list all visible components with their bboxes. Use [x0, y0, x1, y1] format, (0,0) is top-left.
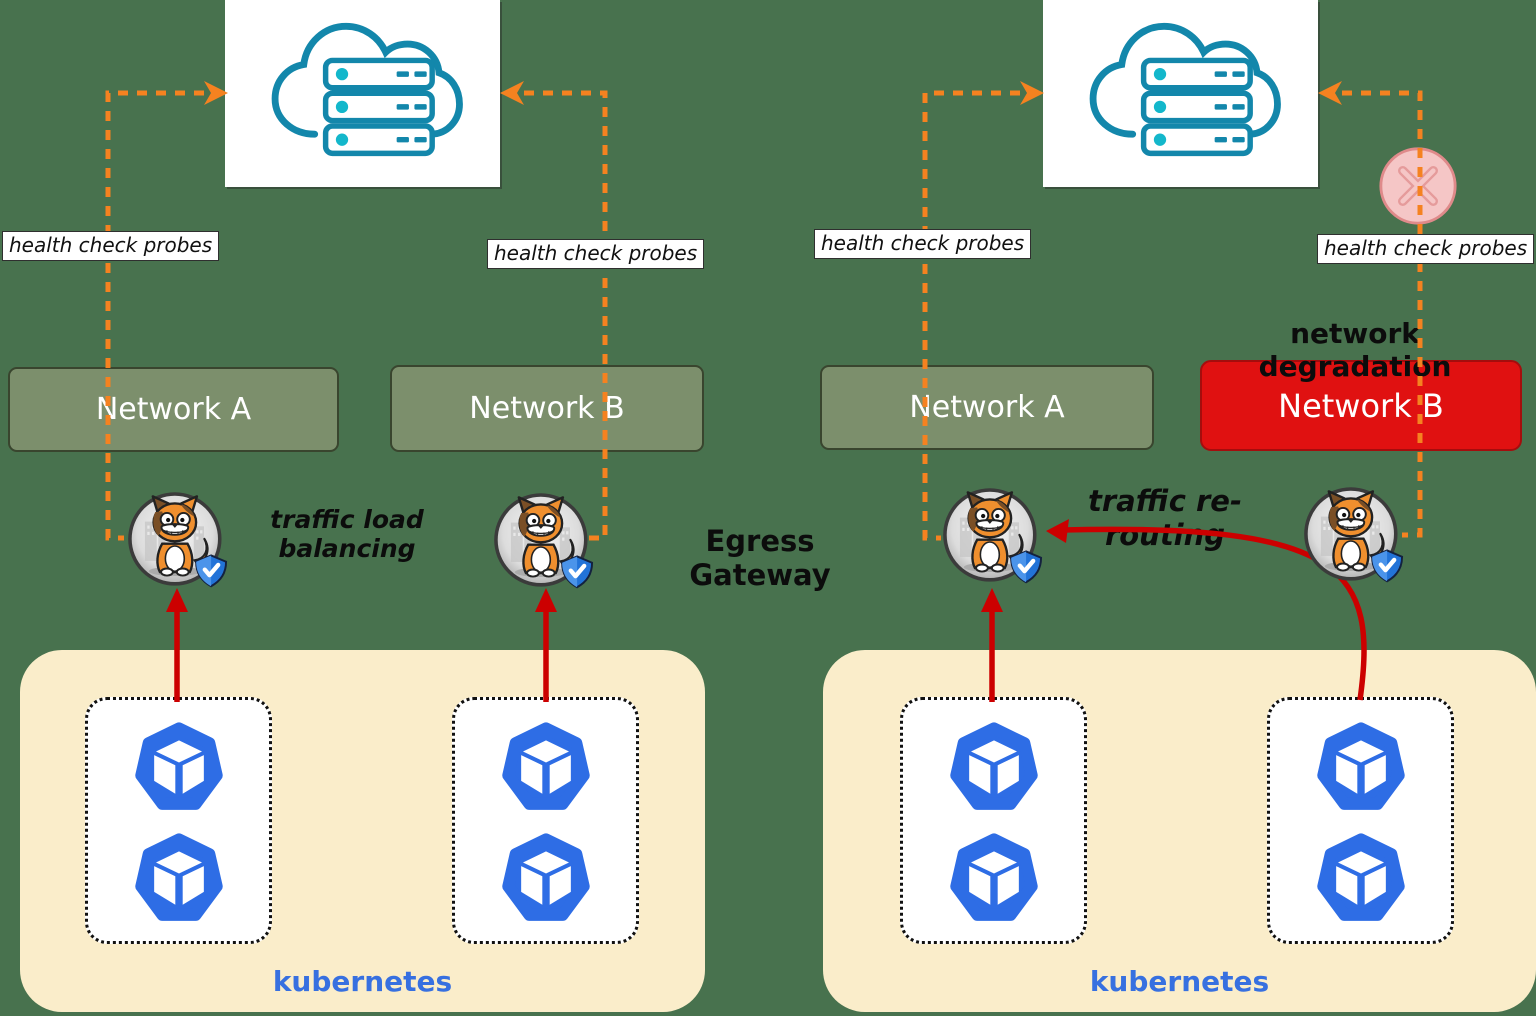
probe-line	[524, 90, 608, 541]
traffic-arrowhead	[166, 588, 188, 612]
kubernetes-pod-icon	[1315, 722, 1407, 814]
kubernetes-pod-icon	[948, 833, 1040, 925]
kubernetes-pod-icon	[1315, 833, 1407, 925]
network-a-label: Network A	[909, 390, 1065, 425]
pod-group-box	[85, 697, 272, 944]
kubernetes-pod-icon	[133, 833, 225, 925]
probe-arrowhead	[1318, 81, 1342, 105]
probe-arrowhead	[500, 81, 524, 105]
kubernetes-pod-icon	[133, 722, 225, 814]
pod-group-box	[452, 697, 639, 944]
health-check-probes-label: health check probes	[2, 231, 220, 261]
network-b-box-left: Network B	[390, 365, 704, 452]
egress-gateway-label: Egress Gateway	[689, 524, 831, 592]
pod-group-box	[900, 697, 1087, 944]
kubernetes-label: kubernetes	[272, 965, 453, 998]
probe-line	[105, 90, 204, 541]
cloud-servers-icon	[260, 14, 465, 167]
external-service-panel-left	[225, 0, 500, 187]
failure-x-icon	[1378, 146, 1458, 226]
network-a-label: Network A	[95, 392, 252, 427]
network-b-label: Network B	[1278, 386, 1444, 425]
pod-group-box	[1267, 697, 1454, 944]
traffic-re-routing-label: traffic re-routing	[1087, 484, 1243, 552]
network-a-box-left: Network A	[8, 367, 339, 452]
probe-arrowhead	[1020, 81, 1044, 105]
egress-gateway-cat-icon	[1302, 485, 1406, 586]
traffic-arrowhead	[981, 588, 1003, 612]
kubernetes-pod-icon	[500, 722, 592, 814]
health-check-probes-label: health check probes	[814, 229, 1032, 259]
egress-gateway-cat-icon	[492, 491, 596, 592]
egress-gateway-cat-icon	[126, 490, 230, 591]
egress-gateway-cat-icon	[941, 486, 1045, 587]
network-b-label: Network B	[469, 391, 625, 426]
health-check-probes-label: health check probes	[487, 239, 705, 269]
traffic-load-balancing-label: traffic load balancing	[270, 505, 424, 563]
health-check-probes-label: health check probes	[1317, 234, 1535, 264]
probe-line	[922, 90, 1020, 541]
network-degradation-label: network degradation	[1258, 317, 1452, 383]
network-a-box-right: Network A	[820, 365, 1154, 450]
cloud-servers-icon	[1078, 14, 1283, 167]
kubernetes-pod-icon	[500, 833, 592, 925]
kubernetes-pod-icon	[948, 722, 1040, 814]
external-service-panel-right	[1043, 0, 1318, 187]
kubernetes-label: kubernetes	[1089, 965, 1270, 998]
